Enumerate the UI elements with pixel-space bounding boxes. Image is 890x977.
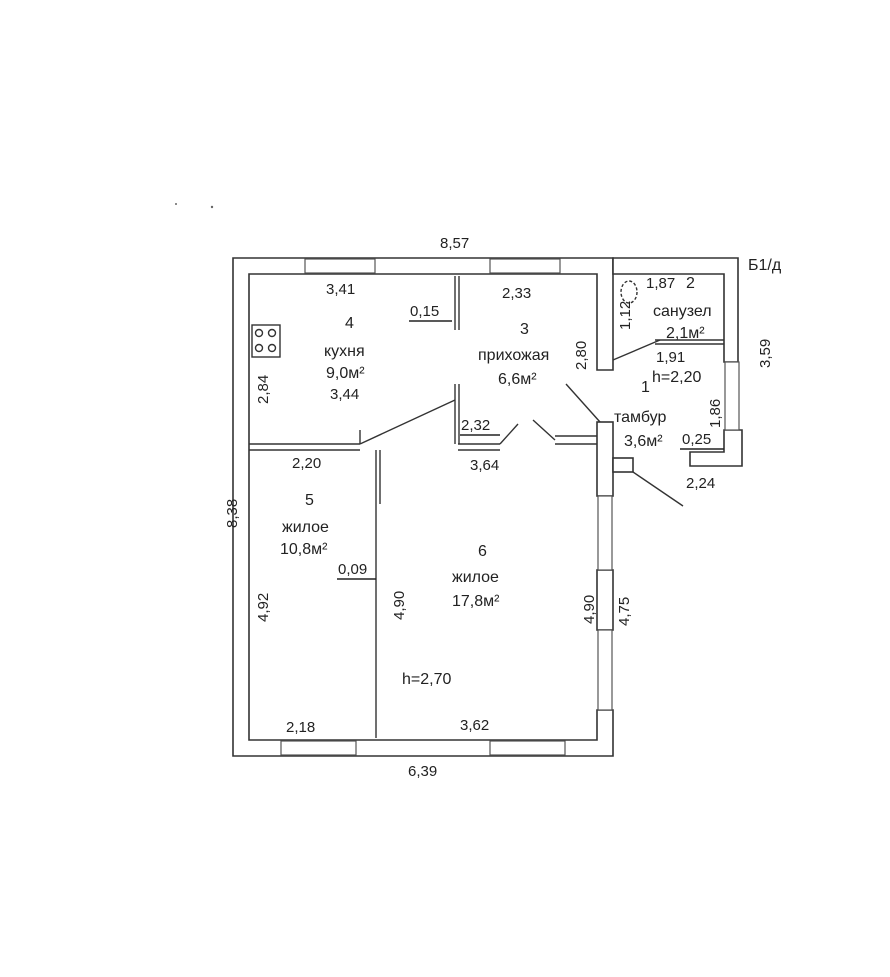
dim-hall-step: 2,32 — [461, 417, 490, 434]
room-5-number: 5 — [305, 492, 314, 509]
room-6-name: жилое — [452, 569, 499, 586]
dim-kitchen-length: 3,44 — [330, 386, 359, 403]
sheet-code: Б1/д — [748, 257, 782, 274]
room-2-name: санузел — [653, 303, 712, 320]
dim-tambur-depth: 1,86 — [707, 399, 724, 428]
room-6: 6 жилое 17,8м² — [452, 543, 500, 610]
dim-hall-depth: 2,80 — [573, 341, 590, 370]
dim-wc-width: 1,87 — [646, 275, 675, 292]
dim-partition-thickness: 0,09 — [338, 561, 367, 578]
dim-tambur-bottom: 2,24 — [686, 475, 715, 492]
dim-kitchen-width: 3,41 — [326, 281, 355, 298]
room-6-number: 6 — [478, 543, 487, 560]
dim-room6-width-bottom: 3,62 — [460, 717, 489, 734]
room-4-number: 4 — [345, 315, 354, 332]
room-5-area: 10,8м² — [280, 541, 328, 558]
dim-hall-width: 2,33 — [502, 285, 531, 302]
dim-kitchen-partition: 0,15 — [410, 303, 439, 320]
room-2-area: 2,1м² — [666, 325, 705, 342]
dim-right-wall: 4,75 — [616, 597, 633, 626]
room-5-name: жилое — [282, 519, 329, 536]
dim-tambur-step: 0,25 — [682, 431, 711, 448]
room-4-name: кухня — [324, 343, 365, 360]
dim-kitchen-depth: 2,84 — [255, 375, 272, 404]
room-5: 5 жилое 10,8м² — [280, 492, 329, 558]
dim-room5-depth: 4,92 — [255, 593, 272, 622]
dim-wc-depth: 1,12 — [617, 301, 634, 330]
room-2-number: 2 — [686, 275, 695, 292]
room-4: 4 кухня 9,0м² — [324, 315, 365, 382]
room-3-area: 6,6м² — [498, 371, 537, 388]
dim-room6-depth-left: 4,90 — [391, 591, 408, 620]
toilet-icon — [620, 280, 638, 304]
room-6-area: 17,8м² — [452, 593, 500, 610]
dim-bottom-total: 6,39 — [408, 763, 437, 780]
dim-room6-width-top: 3,64 — [470, 457, 499, 474]
dim-top-total: 8,57 — [440, 235, 469, 252]
dim-outer-right: 3,59 — [757, 339, 774, 368]
dim-tambur-width: 1,91 — [656, 349, 685, 366]
windows — [280, 258, 740, 756]
room-1: 1 тамбур 3,6м² — [614, 379, 667, 450]
room-3: 3 прихожая 6,6м² — [478, 321, 549, 388]
stove-icon — [251, 324, 281, 358]
room-1-number: 1 — [641, 379, 650, 396]
partitions — [249, 276, 724, 738]
horizontal-dimensions: 8,57 3,41 2,33 3,44 0,15 2,32 2,20 3,64 … — [286, 235, 724, 780]
dim-left-total: 8,38 — [224, 499, 241, 528]
room-4-area: 9,0м² — [326, 365, 365, 382]
ceiling-height-tambur: h=2,20 — [652, 369, 701, 386]
dim-room5-width-bottom: 2,18 — [286, 719, 315, 736]
speck — [175, 203, 177, 205]
vertical-dimensions: 8,38 2,84 4,92 4,90 4,90 4,75 2,80 1,12 … — [224, 301, 774, 626]
room-1-area: 3,6м² — [624, 433, 663, 450]
room-3-number: 3 — [520, 321, 529, 338]
room-1-name: тамбур — [614, 409, 667, 426]
outer-walls — [232, 257, 743, 757]
speck — [210, 205, 214, 209]
dim-room5-width-top: 2,20 — [292, 455, 321, 472]
room-2: 2 санузел 2,1м² — [653, 275, 712, 342]
room-3-name: прихожая — [478, 347, 549, 364]
doors — [359, 383, 684, 507]
ceiling-height-main: h=2,70 — [402, 671, 451, 688]
dim-room6-depth-right: 4,90 — [581, 595, 598, 624]
